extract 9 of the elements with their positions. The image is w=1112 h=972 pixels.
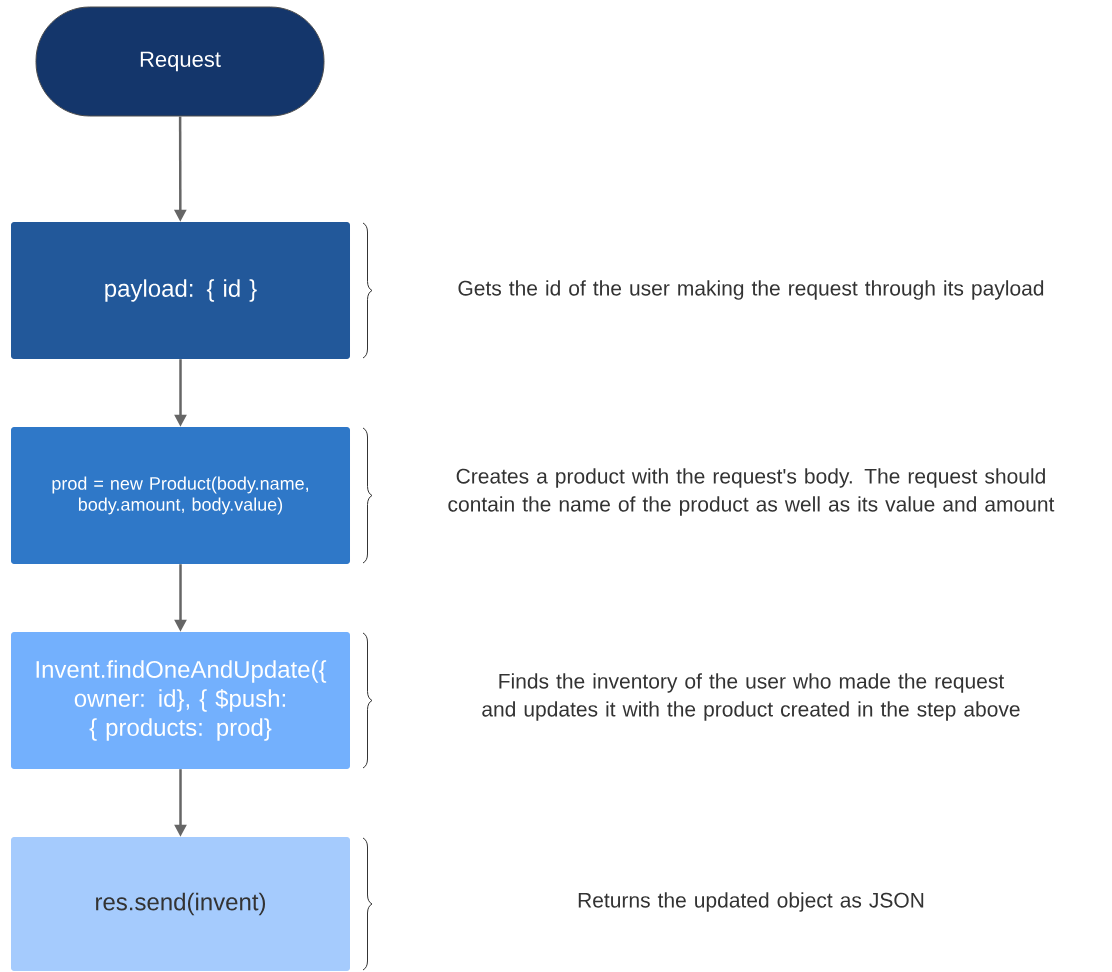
annotation-text: Finds the inventory of the user who made the request and updates it with the product created in the step above — [482, 673, 1020, 721]
process-box: res.send(invent) — [11, 837, 350, 971]
annotation-text: Returns the updated object as JSON — [578, 892, 924, 912]
process-box: prod = new Product(body.name, body.amount, body.value) — [11, 427, 350, 564]
process-box: Invent.findOneAndUpdate({ owner: id}, { $push: { products: prod} — [11, 632, 350, 769]
annotation-text: Creates a product with the request's body. The request should contain the name of the product as well as its value and amount — [448, 468, 1055, 516]
start-terminal: Request — [35, 6, 325, 117]
process-box: payload: { id } — [11, 222, 350, 359]
annotation-text: Gets the id of the user making the request through its payload — [458, 280, 1044, 300]
